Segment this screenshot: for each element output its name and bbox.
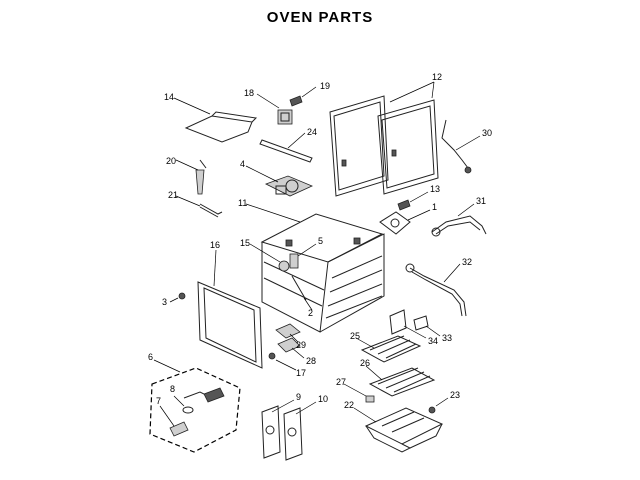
callout-5: 5 bbox=[318, 236, 323, 246]
callout-4: 4 bbox=[240, 159, 245, 169]
part-24-rod[interactable] bbox=[259, 132, 313, 163]
part-25-burner-grid[interactable] bbox=[355, 335, 422, 363]
callout-23: 23 bbox=[450, 390, 460, 400]
callout-19: 19 bbox=[320, 81, 330, 91]
part-26-rack[interactable] bbox=[365, 365, 436, 397]
callout-31: 31 bbox=[476, 196, 486, 206]
part-14-top-shield[interactable] bbox=[173, 97, 258, 143]
part-12-rear-panel[interactable] bbox=[329, 81, 439, 197]
callout-7: 7 bbox=[156, 396, 161, 406]
part-23-screw[interactable] bbox=[428, 397, 449, 414]
part-4-latch-assembly[interactable] bbox=[245, 165, 314, 197]
part-7-tag[interactable] bbox=[159, 405, 189, 437]
part-1-mount-plate[interactable] bbox=[379, 209, 431, 235]
part-20-probe[interactable] bbox=[175, 159, 207, 195]
callout-2: 2 bbox=[308, 308, 313, 318]
callout-30: 30 bbox=[482, 128, 492, 138]
callout-11: 11 bbox=[238, 198, 247, 208]
callout-9: 9 bbox=[296, 392, 301, 402]
part-30-harness[interactable] bbox=[441, 119, 481, 174]
diagram-title: OVEN PARTS bbox=[266, 9, 374, 26]
callout-16: 16 bbox=[210, 240, 220, 250]
callout-34: 34 bbox=[428, 336, 438, 346]
callout-10: 10 bbox=[318, 394, 328, 404]
part-2-sensor[interactable] bbox=[291, 275, 313, 311]
part-15-fitting[interactable] bbox=[249, 243, 290, 272]
part-13-screw[interactable] bbox=[397, 191, 429, 211]
callout-21: 21 bbox=[168, 190, 178, 200]
callout-28: 28 bbox=[306, 356, 316, 366]
part-22-broiler-pan[interactable] bbox=[353, 407, 444, 453]
callout-15: 15 bbox=[240, 238, 250, 248]
callout-25: 25 bbox=[350, 331, 360, 341]
part-19-screw[interactable] bbox=[289, 86, 317, 107]
part-11-oven-cavity[interactable] bbox=[245, 203, 385, 333]
callout-22: 22 bbox=[344, 400, 354, 410]
callout-33: 33 bbox=[442, 333, 452, 343]
part-3-screw[interactable] bbox=[169, 292, 186, 303]
callout-14: 14 bbox=[164, 92, 174, 102]
part-5-vent[interactable] bbox=[289, 243, 317, 269]
callout-1: 1 bbox=[432, 202, 437, 212]
part-9-hinge[interactable] bbox=[261, 399, 295, 459]
part-8-cable[interactable] bbox=[173, 387, 225, 414]
part-17-screw[interactable] bbox=[268, 352, 297, 371]
part-31-tube[interactable] bbox=[431, 203, 487, 237]
part-6-kit[interactable] bbox=[149, 359, 241, 453]
part-32-tube[interactable] bbox=[405, 263, 467, 317]
callout-12: 12 bbox=[432, 72, 442, 82]
part-10-hinge[interactable] bbox=[283, 401, 317, 461]
callout-18: 18 bbox=[244, 88, 254, 98]
part-21-pin[interactable] bbox=[175, 195, 223, 218]
part-27-clip[interactable] bbox=[343, 383, 375, 403]
callout-6: 6 bbox=[148, 352, 153, 362]
part-33-bracket[interactable] bbox=[413, 315, 441, 337]
callout-17: 17 bbox=[296, 368, 306, 378]
callout-26: 26 bbox=[360, 358, 370, 368]
part-28-clip[interactable] bbox=[277, 337, 305, 359]
callout-29: 29 bbox=[296, 340, 306, 350]
part-18-bracket[interactable] bbox=[256, 93, 293, 125]
callout-8: 8 bbox=[170, 384, 175, 394]
callout-27: 27 bbox=[336, 377, 346, 387]
part-29-clip[interactable] bbox=[275, 323, 301, 343]
part-16-door-gasket[interactable] bbox=[197, 249, 263, 369]
callout-24: 24 bbox=[307, 127, 317, 137]
callout-13: 13 bbox=[430, 184, 440, 194]
callout-labels: 12 19 18 14 24 30 20 4 13 21 31 11 1 5 1… bbox=[148, 72, 492, 410]
part-34-bracket[interactable] bbox=[389, 309, 427, 339]
callout-32: 32 bbox=[462, 257, 472, 267]
callout-20: 20 bbox=[166, 156, 176, 166]
callout-3: 3 bbox=[162, 297, 167, 307]
